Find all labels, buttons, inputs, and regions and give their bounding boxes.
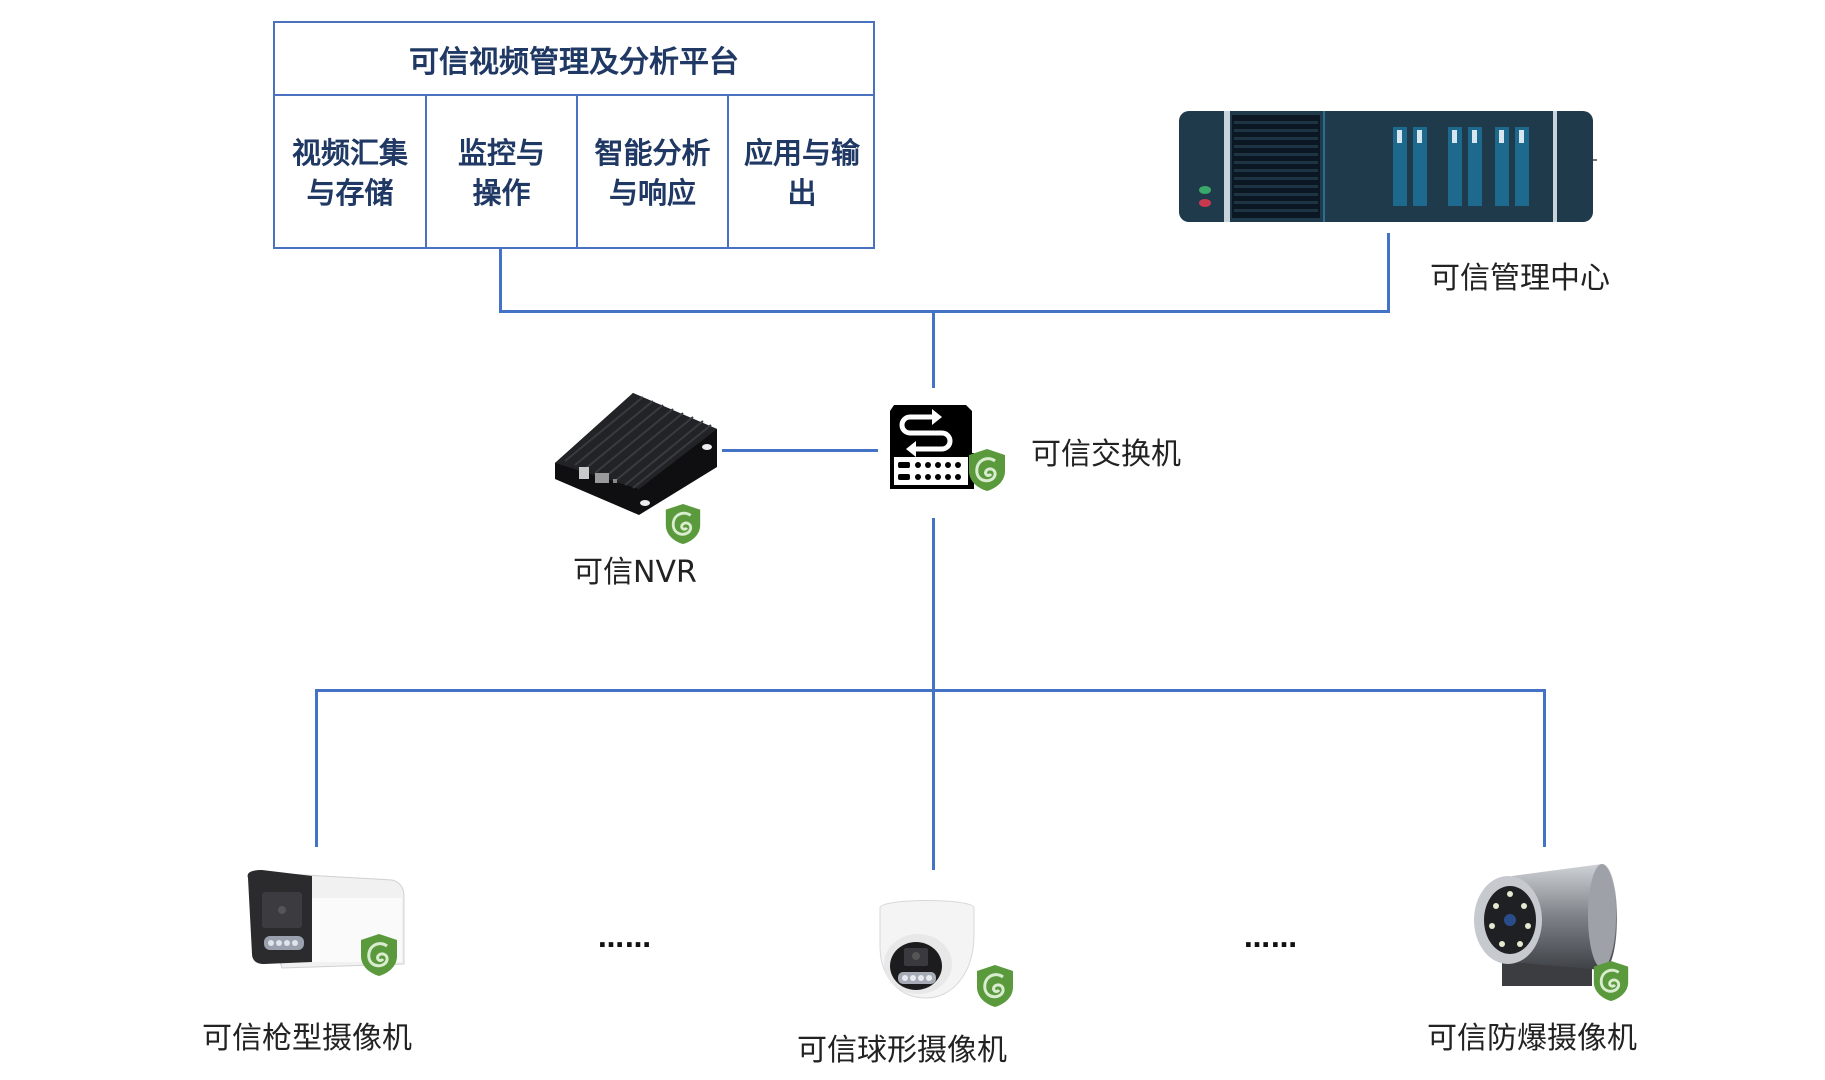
module-video-collection-storage: 视频汇集与存储 bbox=[275, 96, 425, 249]
module-label-line1: 视频汇集 bbox=[291, 135, 408, 170]
connector-switch-down bbox=[932, 518, 935, 691]
management-center-label: 可信管理中心 bbox=[1430, 261, 1610, 296]
module-monitoring-operation: 监控与操作 bbox=[425, 96, 576, 249]
trusted-shield-icon bbox=[977, 965, 1013, 1007]
connector-bus-to-switch bbox=[932, 310, 935, 388]
dome-camera-label: 可信球形摄像机 bbox=[797, 1033, 1007, 1068]
module-label-line1: 智能分析 bbox=[594, 135, 711, 170]
trusted-shield-icon bbox=[361, 934, 397, 976]
nvr-icon bbox=[555, 393, 717, 515]
switch-label: 可信交换机 bbox=[1031, 437, 1181, 472]
module-application-output: 应用与输出 bbox=[727, 96, 875, 249]
explosion-proof-camera-icon bbox=[1474, 864, 1617, 986]
dome-camera-icon bbox=[879, 900, 975, 999]
module-label-line2: 与响应 bbox=[608, 175, 696, 210]
connector-explosion-camera bbox=[1543, 689, 1546, 847]
connector-server-down bbox=[1387, 233, 1390, 313]
bullet-camera-label: 可信枪型摄像机 bbox=[202, 1021, 412, 1056]
module-label-line1: 应用与输 bbox=[743, 135, 860, 170]
server-icon bbox=[1179, 111, 1597, 222]
trusted-shield-icon bbox=[665, 503, 701, 545]
nvr-label: 可信NVR bbox=[573, 555, 697, 590]
trusted-shield-icon bbox=[969, 449, 1005, 491]
explosion-proof-camera-label: 可信防爆摄像机 bbox=[1427, 1021, 1637, 1056]
connector-dome-camera bbox=[932, 689, 935, 870]
trusted-shield-icon bbox=[1593, 960, 1629, 1002]
ellipsis-left: …… bbox=[598, 924, 652, 954]
connector-bottom-bus bbox=[315, 689, 1546, 692]
connector-platform-down bbox=[499, 249, 502, 312]
platform-box: 可信视频管理及分析平台 视频汇集与存储 监控与操作 智能分析与响应 应用与输出 bbox=[273, 21, 875, 249]
platform-title: 可信视频管理及分析平台 bbox=[275, 23, 873, 96]
module-label-line1: 监控与 bbox=[457, 135, 545, 170]
ellipsis-right: …… bbox=[1244, 924, 1298, 954]
connector-nvr-switch bbox=[722, 449, 878, 452]
module-label-line2: 出 bbox=[787, 175, 817, 210]
module-label-line2: 与存储 bbox=[306, 175, 394, 210]
network-switch-icon bbox=[890, 405, 974, 489]
connector-bullet-camera bbox=[315, 689, 318, 847]
module-intelligent-analysis-response: 智能分析与响应 bbox=[576, 96, 727, 249]
connector-top-bus bbox=[499, 310, 1390, 313]
module-label-line2: 操作 bbox=[472, 175, 531, 210]
